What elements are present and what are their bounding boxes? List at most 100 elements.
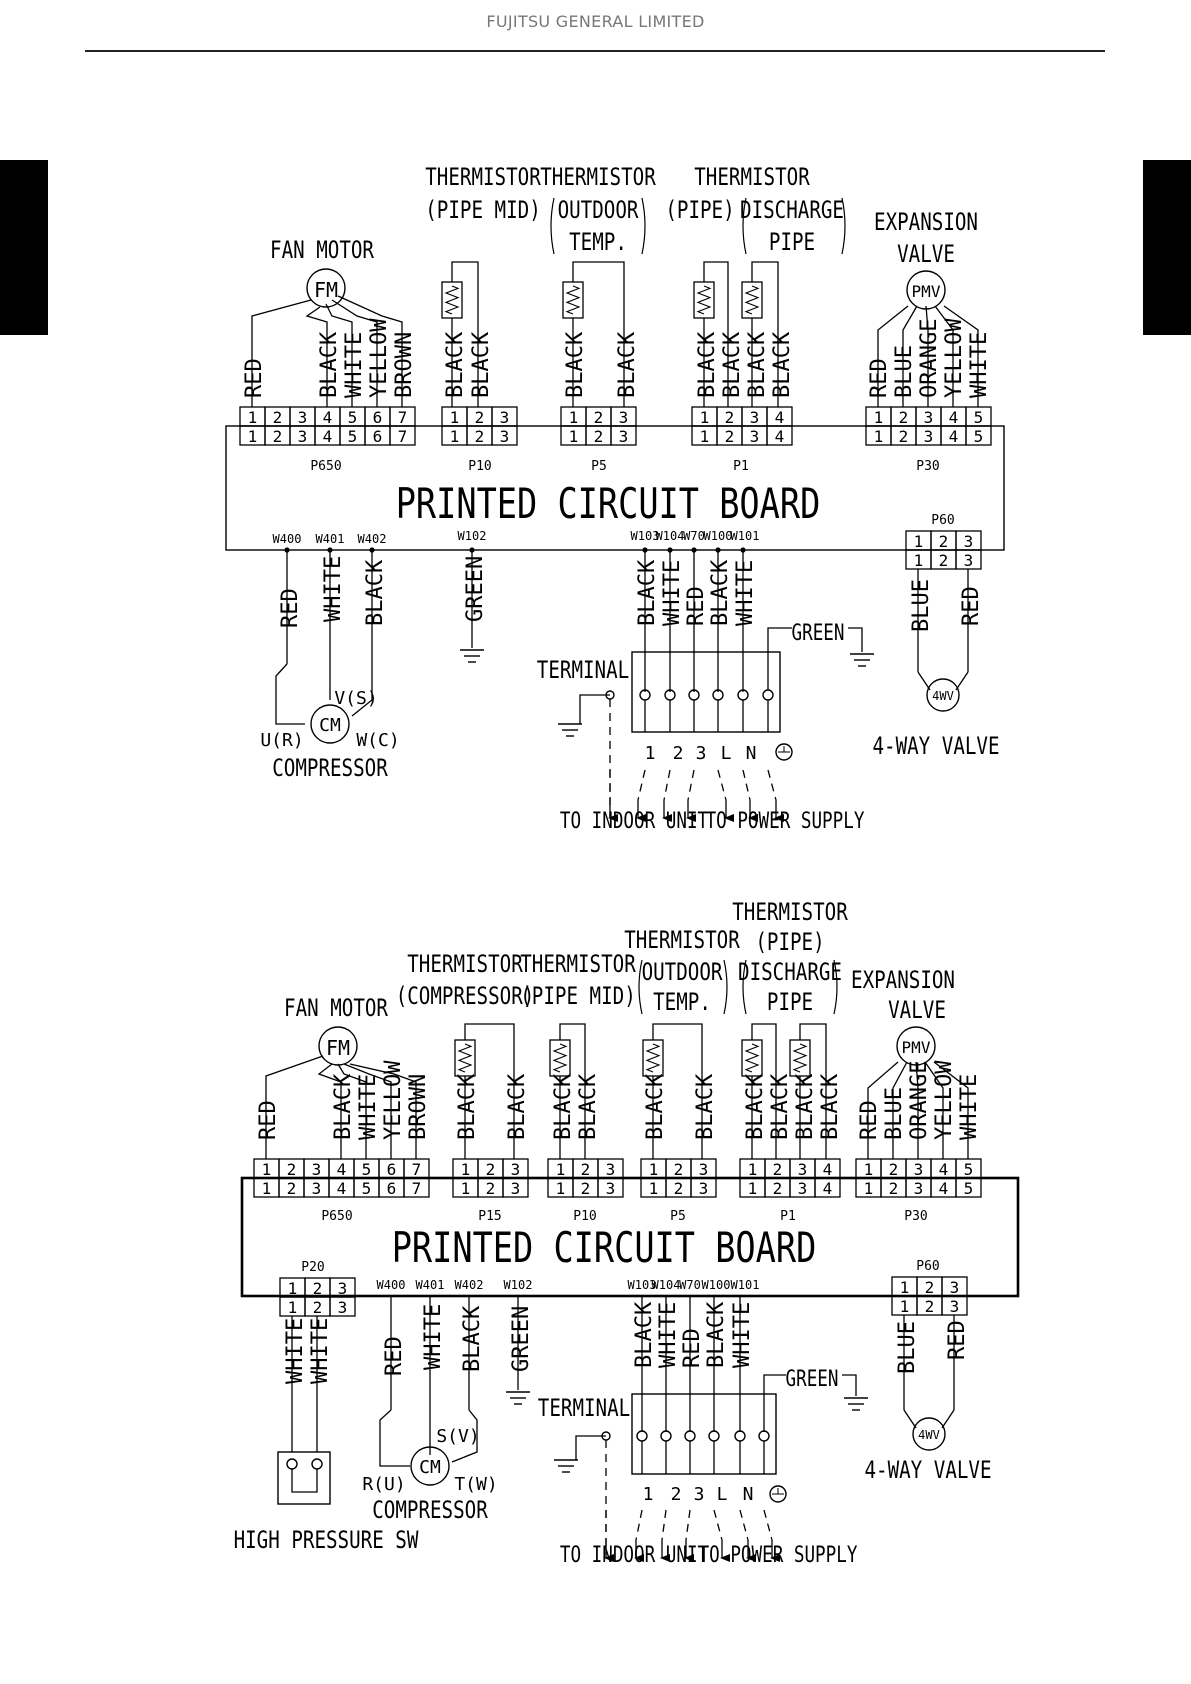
p20-connector-pin-number: 1 [288, 1298, 298, 1317]
compressor-wire-label: WHITE [421, 1304, 446, 1370]
terminal-number: N [746, 743, 757, 764]
compressor-terminal-label: T(W) [454, 1474, 497, 1495]
wire-color-label: BLACK [469, 331, 494, 398]
terminal-ground-wire [842, 1374, 857, 1396]
dest-wire [685, 1509, 691, 1541]
wire-color-label: BLACK [770, 331, 795, 398]
p650-connector-pin-number: 4 [337, 1179, 347, 1198]
fan-motor-wire-label: RED [242, 358, 267, 398]
compressor-symbol-text: CM [319, 715, 341, 736]
p10-connector-pin-number: 2 [581, 1179, 591, 1198]
expansion-valve-subtitle: VALVE [888, 997, 946, 1025]
compressor-wire [351, 664, 373, 717]
connector-label-p1: P1 [733, 459, 749, 474]
p60-wire [903, 1409, 917, 1429]
wire-point-label: W101 [731, 1278, 760, 1292]
p15-connector-pin-number: 1 [461, 1160, 471, 1179]
connector-label-p20: P20 [301, 1260, 324, 1275]
fan-motor-wire-label: YELLOW [367, 318, 392, 398]
fan-motor-wire-label: WHITE [342, 332, 367, 398]
p5-connector-pin-number: 3 [619, 408, 629, 427]
bracket-open [742, 197, 747, 255]
terminal-number: 1 [645, 743, 656, 764]
therm-outdoor-subtitle2: TEMP. [653, 989, 711, 1017]
p30-connector-pin-number: 5 [964, 1160, 974, 1179]
wire-point-label: W401 [316, 532, 345, 546]
terminal-wire-label: WHITE [733, 560, 758, 626]
compressor-label: COMPRESSOR [372, 1497, 488, 1525]
p1-connector-pin-number: 3 [798, 1160, 808, 1179]
wire-point-label: W103 [631, 529, 660, 543]
therm-pipe-label: (PIPE) [755, 929, 824, 957]
therm-wire [799, 1023, 827, 1159]
p650-connector-pin-number: 7 [398, 427, 408, 446]
therm-wire [464, 1023, 515, 1159]
fan-wire-red [265, 1055, 324, 1159]
terminal-screw [758, 1430, 770, 1442]
p30-connector-pin-number: 4 [949, 427, 959, 446]
p10-connector-cell [597, 1177, 624, 1198]
expansion-valve-title: EXPANSION [874, 209, 978, 237]
expansion-valve-wire-label: BLUE [882, 1087, 907, 1140]
p60-wire-label: BLUE [909, 579, 934, 632]
p60-connector-pin-number: 1 [900, 1297, 910, 1316]
p20-connector-pin-number: 3 [338, 1298, 348, 1317]
p20-connector-pin-number: 2 [313, 1279, 323, 1298]
wire-color-label: BLACK [551, 1073, 576, 1140]
terminal-number: 3 [696, 743, 707, 764]
therm-pipe-mid-subtitle: (PIPE MID) [425, 197, 541, 225]
p60-connector-pin-number: 3 [950, 1278, 960, 1297]
p650-connector-pin-number: 6 [387, 1179, 397, 1198]
wire-color-label: BLACK [693, 1073, 718, 1140]
connector-label-p15: P15 [478, 1209, 501, 1224]
p650-connector-pin-number: 5 [348, 427, 358, 446]
expansion-valve-wire-label: WHITE [967, 332, 992, 398]
fan-wire [337, 295, 403, 407]
p1-connector-pin-number: 4 [823, 1160, 833, 1179]
p1-connector-pin-number: 1 [700, 427, 710, 446]
terminal-wire-label: BLACK [635, 559, 660, 626]
p60-wire-label: RED [959, 586, 984, 626]
pmv-wire [943, 305, 979, 407]
therm-pipe-mid-subtitle: (PIPE MID) [520, 983, 636, 1011]
ground-wire-label: GREEN [509, 1306, 534, 1372]
therm-discharge-resistor [792, 1043, 808, 1073]
therm-wire [559, 1023, 586, 1159]
compressor-terminal-label: W(C) [356, 730, 399, 751]
p650-connector-pin-number: 2 [287, 1179, 297, 1198]
p10-connector-pin-number: 3 [606, 1160, 616, 1179]
expansion-valve-wire-label: WHITE [957, 1074, 982, 1140]
expansion-valve-subtitle: VALVE [897, 241, 955, 269]
therm-compressor-subtitle: (COMPRESSOR) [396, 983, 535, 1011]
wire-point-label: W402 [358, 532, 387, 546]
terminal-number: 3 [694, 1484, 705, 1505]
p650-connector-pin-number: 3 [312, 1160, 322, 1179]
four-way-valve-symbol-text: 4WV [918, 1428, 940, 1442]
wire-color-label: BLACK [743, 1073, 768, 1140]
p30-connector-pin-number: 5 [974, 427, 984, 446]
p20-connector-cell [329, 1296, 356, 1317]
p10-connector-pin-number: 1 [556, 1179, 566, 1198]
to-power-supply-label: TO POWER SUPPLY [699, 1542, 858, 1567]
p30-connector-pin-number: 5 [964, 1179, 974, 1198]
terminal-number: L [721, 743, 732, 764]
terminal-screw [708, 1430, 720, 1442]
p650-connector-pin-number: 3 [298, 427, 308, 446]
compressor-wire-label: WHITE [321, 556, 346, 622]
terminal-wire-label: BLACK [708, 559, 733, 626]
dest-wire [742, 769, 751, 801]
expansion-valve-symbol-text: PMV [902, 1038, 931, 1057]
dest-wire [635, 1509, 643, 1541]
p30-connector-pin-number: 2 [889, 1179, 899, 1198]
p1-connector-pin-number: 4 [775, 408, 785, 427]
p60-connector-pin-number: 2 [939, 551, 949, 570]
terminal-green-label: GREEN [792, 620, 845, 645]
to-indoor-unit-label: TO INDOOR UNIT [560, 808, 708, 833]
p60-wire-label: RED [945, 1320, 970, 1360]
p20-connector-pin-number: 2 [313, 1298, 323, 1317]
terminal-ground-wire [763, 1374, 786, 1432]
p10-connector-pin-number: 2 [475, 427, 485, 446]
dest-wire [687, 769, 695, 801]
compressor-wire [451, 1409, 478, 1463]
